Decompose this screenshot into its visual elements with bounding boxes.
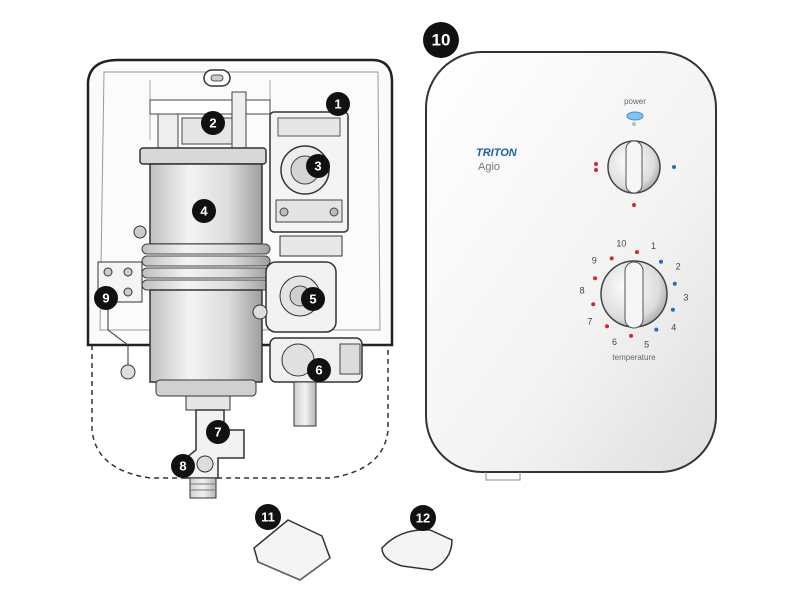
dial-number: 2 [676, 261, 681, 271]
svg-text:11: 11 [261, 510, 275, 525]
callout-6: 6 [307, 358, 331, 382]
callout-markers: 1 2 3 4 5 6 7 8 [94, 22, 459, 531]
power-label: power [624, 97, 646, 106]
brand-logo-text: TRITON [476, 147, 518, 159]
dial-dot [670, 307, 675, 312]
outlet-fitting [185, 395, 245, 499]
svg-text:8: 8 [179, 459, 186, 474]
temperature-dial-numbers: 10 1 2 3 4 5 6 7 8 9 [580, 239, 689, 350]
callout-2: 2 [201, 111, 225, 135]
dial-dot [634, 250, 639, 255]
callout-7: 7 [206, 420, 230, 444]
svg-text:12: 12 [416, 511, 430, 526]
callout-12: 12 [410, 505, 436, 531]
callout-1: 1 [326, 92, 350, 116]
svg-text:2: 2 [209, 116, 216, 131]
callout-10: 10 [423, 22, 459, 58]
dial-number: 6 [612, 337, 617, 347]
dial-number: 3 [683, 293, 688, 303]
front-cover: power TRITON Agio 10 1 2 3 4 5 6 7 8 9 temperatur… [425, 51, 717, 481]
heater-tank [133, 147, 271, 397]
svg-text:5: 5 [309, 292, 316, 307]
svg-text:7: 7 [214, 425, 221, 440]
dial-dot [672, 281, 677, 286]
svg-text:4: 4 [200, 204, 208, 219]
svg-text:1: 1 [334, 97, 341, 112]
model-name: Agio [478, 161, 500, 173]
svg-text:9: 9 [102, 291, 109, 306]
dial-number: 8 [580, 285, 585, 295]
svg-text:10: 10 [432, 31, 451, 50]
dial-dot [605, 324, 609, 329]
callout-3: 3 [306, 154, 330, 178]
temperature-label: temperature [612, 353, 656, 362]
dial-dot [629, 333, 634, 338]
dial-dot [654, 327, 659, 332]
temperature-dial-dots [591, 250, 677, 338]
dial-number: 4 [671, 322, 676, 332]
dial-number: 10 [616, 239, 626, 249]
dial-dot [593, 276, 598, 281]
callout-8: 8 [171, 454, 195, 478]
dial-number: 1 [651, 241, 656, 251]
dial-dot [591, 302, 596, 307]
cap-12 [381, 529, 453, 571]
callout-5: 5 [301, 287, 325, 311]
callout-9: 9 [94, 286, 118, 310]
power-selector-knob[interactable] [594, 122, 676, 207]
dial-number: 5 [644, 340, 649, 350]
inlet-valve [269, 337, 363, 427]
pressure-relief-valve [252, 235, 343, 333]
dial-dot [659, 259, 663, 264]
temperature-dial[interactable] [600, 260, 668, 329]
dial-number: 9 [592, 256, 597, 266]
svg-text:6: 6 [315, 363, 322, 378]
callout-11: 11 [255, 504, 281, 530]
svg-text:3: 3 [314, 159, 321, 174]
dial-dot [609, 256, 614, 261]
dial-number: 7 [587, 317, 592, 327]
cap-11 [253, 519, 331, 581]
power-led-icon [626, 111, 644, 121]
callout-4: 4 [192, 199, 216, 223]
